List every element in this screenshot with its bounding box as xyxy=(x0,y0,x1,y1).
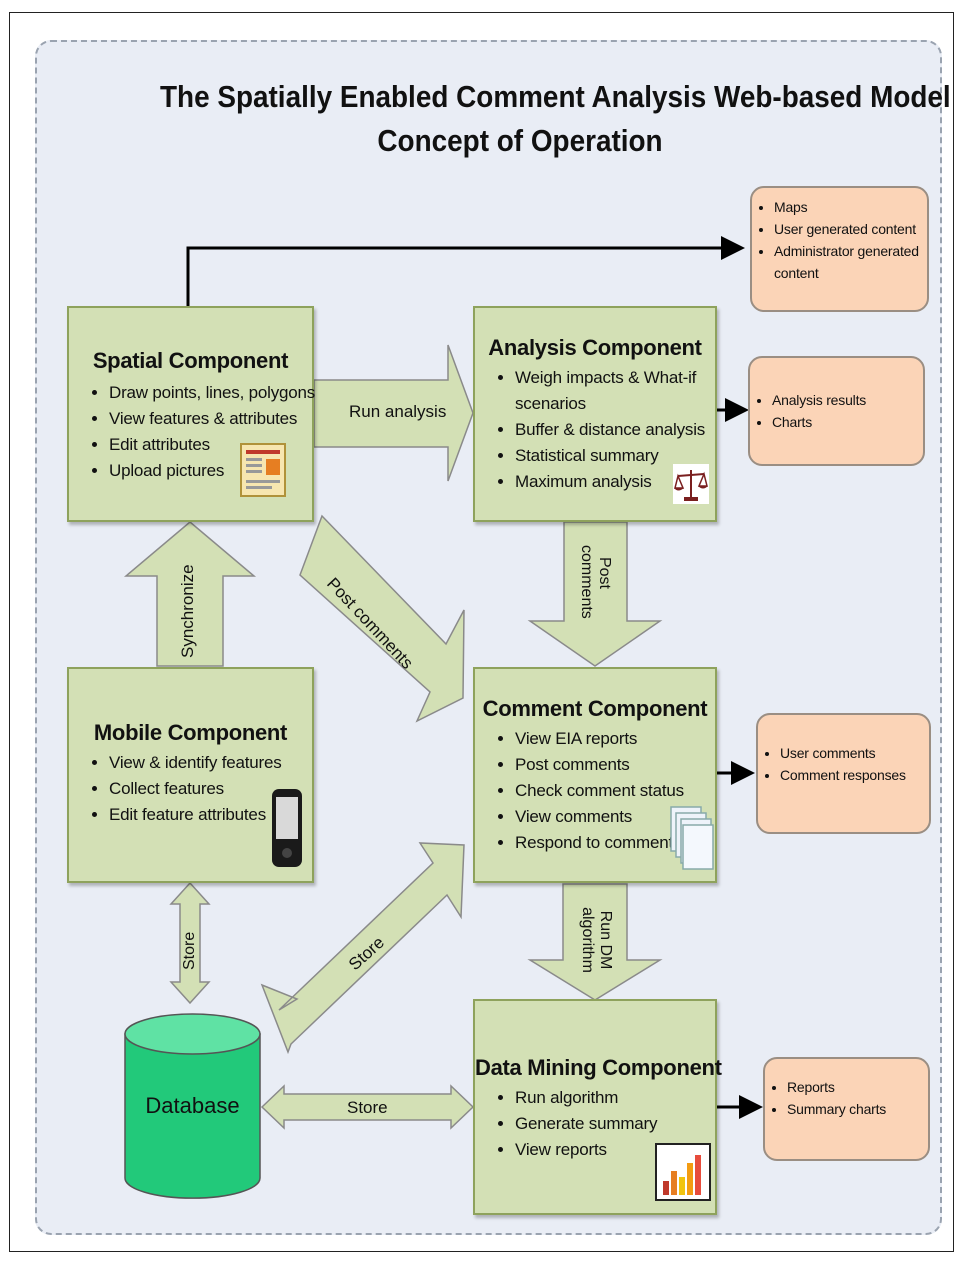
store-mobile-arrow xyxy=(169,881,211,1005)
post-comments-down-arrow xyxy=(527,521,663,667)
store-diagonal-arrow xyxy=(260,842,465,1055)
comment-component-list: View EIA reports Post comments Check com… xyxy=(475,726,715,856)
list-item: Weigh impacts & What-if xyxy=(515,365,715,391)
list-item: Check comment status xyxy=(515,778,715,804)
synchronize-label: Synchronize xyxy=(178,564,197,658)
list-item: Maps xyxy=(774,196,927,218)
spatial-output-connector xyxy=(186,236,745,306)
list-item: User comments xyxy=(780,742,929,764)
spatial-component-title: Spatial Component xyxy=(92,348,289,373)
title-line-1: The Spatially Enabled Comment Analysis W… xyxy=(160,79,951,114)
list-item: User generated content xyxy=(774,218,927,240)
list-item: View comments xyxy=(515,804,715,830)
comment-output-box: User comments Comment responses xyxy=(756,713,931,834)
run-analysis-arrow xyxy=(313,344,474,482)
list-item: Summary charts xyxy=(787,1098,928,1120)
diagram-title: The Spatially Enabled Comment Analysis W… xyxy=(160,75,951,163)
datamining-component-title: Data Mining Component xyxy=(475,1055,722,1080)
list-item-continuation: scenarios xyxy=(515,394,586,413)
datamining-component-list: Run algorithm Generate summary View repo… xyxy=(475,1085,715,1163)
analysis-component-box: Analysis Component Weigh impacts & What-… xyxy=(473,306,717,522)
mobile-component-title: Mobile Component xyxy=(93,720,288,745)
spatial-component-box: Spatial Component Draw points, lines, po… xyxy=(67,306,315,522)
comment-component-box: Comment Component View EIA reports Post … xyxy=(473,667,717,883)
list-item: Reports xyxy=(787,1076,928,1098)
list-item: Edit feature attributes xyxy=(109,802,312,828)
document-photo-icon xyxy=(240,443,286,497)
stacked-pages-icon xyxy=(670,806,714,870)
list-item: Draw points, lines, polygons xyxy=(109,380,315,406)
database-label: Database xyxy=(145,1093,240,1118)
analysis-component-title: Analysis Component xyxy=(488,335,702,360)
store-horizontal-label: Store xyxy=(347,1098,388,1117)
run-dm-arrow xyxy=(527,883,663,1001)
list-item: Buffer & distance analysis xyxy=(515,417,715,443)
list-item: Generate summary xyxy=(515,1111,715,1137)
run-analysis-label: Run analysis xyxy=(349,402,447,421)
store-mobile-label: Store xyxy=(181,931,198,970)
list-item: Maximum analysis xyxy=(515,469,715,495)
analysis-component-list: Weigh impacts & What-if scenarios Buffer… xyxy=(475,365,715,495)
spatial-component-list: Draw points, lines, polygons View featur… xyxy=(69,380,315,484)
spatial-output-box: Maps User generated content Administrato… xyxy=(750,186,929,312)
list-item: Respond to comments xyxy=(515,830,715,856)
list-item: Upload pictures xyxy=(109,458,312,484)
spatial-output-list: Maps User generated content Administrato… xyxy=(752,196,927,284)
post-comments-down-label: Post comments xyxy=(578,545,613,619)
datamining-output-box: Reports Summary charts xyxy=(763,1057,930,1161)
analysis-output-box: Analysis results Charts xyxy=(748,356,925,466)
datamining-component-box: Data Mining Component Run algorithm Gene… xyxy=(473,999,722,1215)
datamining-output-list: Reports Summary charts xyxy=(765,1076,928,1120)
mobile-device-icon xyxy=(272,789,302,867)
synchronize-arrow xyxy=(123,521,257,667)
bar-chart-icon xyxy=(655,1143,711,1201)
list-item: Comment responses xyxy=(780,764,929,786)
list-item: Administrator generated content xyxy=(774,240,927,284)
title-line-2: Concept of Operation xyxy=(377,123,663,158)
post-comments-diagonal-arrow xyxy=(299,514,465,723)
comment-output-list: User comments Comment responses xyxy=(758,742,929,786)
list-item: View features & attributes xyxy=(109,406,312,432)
list-item: Run algorithm xyxy=(515,1085,715,1111)
list-item: Analysis results xyxy=(772,389,923,411)
mobile-component-list: View & identify features Collect feature… xyxy=(69,750,312,828)
list-item: View & identify features xyxy=(109,750,312,776)
list-item: Statistical summary xyxy=(515,443,715,469)
analysis-output-list: Analysis results Charts xyxy=(750,389,923,433)
balance-scale-icon xyxy=(673,464,709,504)
database-cylinder xyxy=(124,1013,261,1199)
list-item: Collect features xyxy=(109,776,312,802)
mobile-component-box: Mobile Component View & identify feature… xyxy=(67,667,314,883)
list-item: View EIA reports xyxy=(515,726,715,752)
list-item: Edit attributes xyxy=(109,432,312,458)
comment-component-title: Comment Component xyxy=(482,696,708,721)
run-dm-label: Run DM algorithm xyxy=(579,907,614,973)
list-item: Charts xyxy=(772,411,923,433)
list-item: Post comments xyxy=(515,752,715,778)
list-item: View reports xyxy=(515,1137,715,1163)
